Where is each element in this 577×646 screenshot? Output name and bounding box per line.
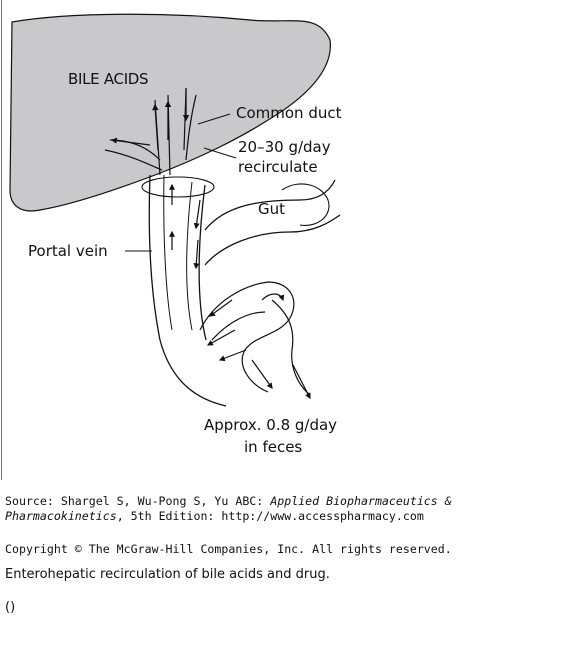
- gut-bulb: [282, 184, 329, 226]
- figure-svg: BILE ACIDS Common duct 20–30 g/day recir…: [0, 0, 577, 470]
- portal-vein-inner: [164, 175, 192, 330]
- arrow-loop-1: [210, 300, 232, 316]
- arrow-duct-down-2: [196, 240, 198, 268]
- enterohepatic-figure: BILE ACIDS Common duct 20–30 g/day recir…: [0, 0, 577, 470]
- label-recirculate-line1: 20–30 g/day: [238, 138, 331, 156]
- label-feces-line2: in feces: [244, 438, 302, 456]
- arrow-gut-curl: [262, 294, 283, 300]
- arrow-feces-2: [293, 365, 310, 398]
- intestine-loops: [200, 282, 294, 392]
- source-prefix: Source: Shargel S, Wu-Pong S, Yu ABC:: [5, 494, 270, 508]
- label-bile-acids: BILE ACIDS: [68, 70, 148, 88]
- source-suffix: , 5th Edition: http://www.accesspharmacy…: [117, 509, 424, 523]
- duct-ring: [142, 177, 214, 197]
- copyright-notice: Copyright © The McGraw-Hill Companies, I…: [5, 542, 575, 556]
- label-portal-vein: Portal vein: [28, 242, 108, 260]
- feces-exit: [272, 300, 310, 395]
- source-book-title-1: Applied Biopharmaceutics &: [270, 494, 451, 508]
- gut-outline: [205, 180, 340, 265]
- label-recirculate-line2: recirculate: [238, 158, 318, 176]
- source-citation: Source: Shargel S, Wu-Pong S, Yu ABC: Ap…: [5, 494, 575, 524]
- figure-caption: Enterohepatic recirculation of bile acid…: [5, 567, 575, 582]
- label-gut: Gut: [258, 200, 285, 218]
- label-feces-line1: Approx. 0.8 g/day: [204, 416, 337, 434]
- source-book-title-2: Pharmacokinetics: [5, 509, 117, 523]
- arrow-loop-2: [208, 330, 235, 345]
- label-common-duct: Common duct: [236, 104, 342, 122]
- empty-parentheses: (): [5, 600, 15, 615]
- arrow-duct-down-1: [196, 200, 200, 228]
